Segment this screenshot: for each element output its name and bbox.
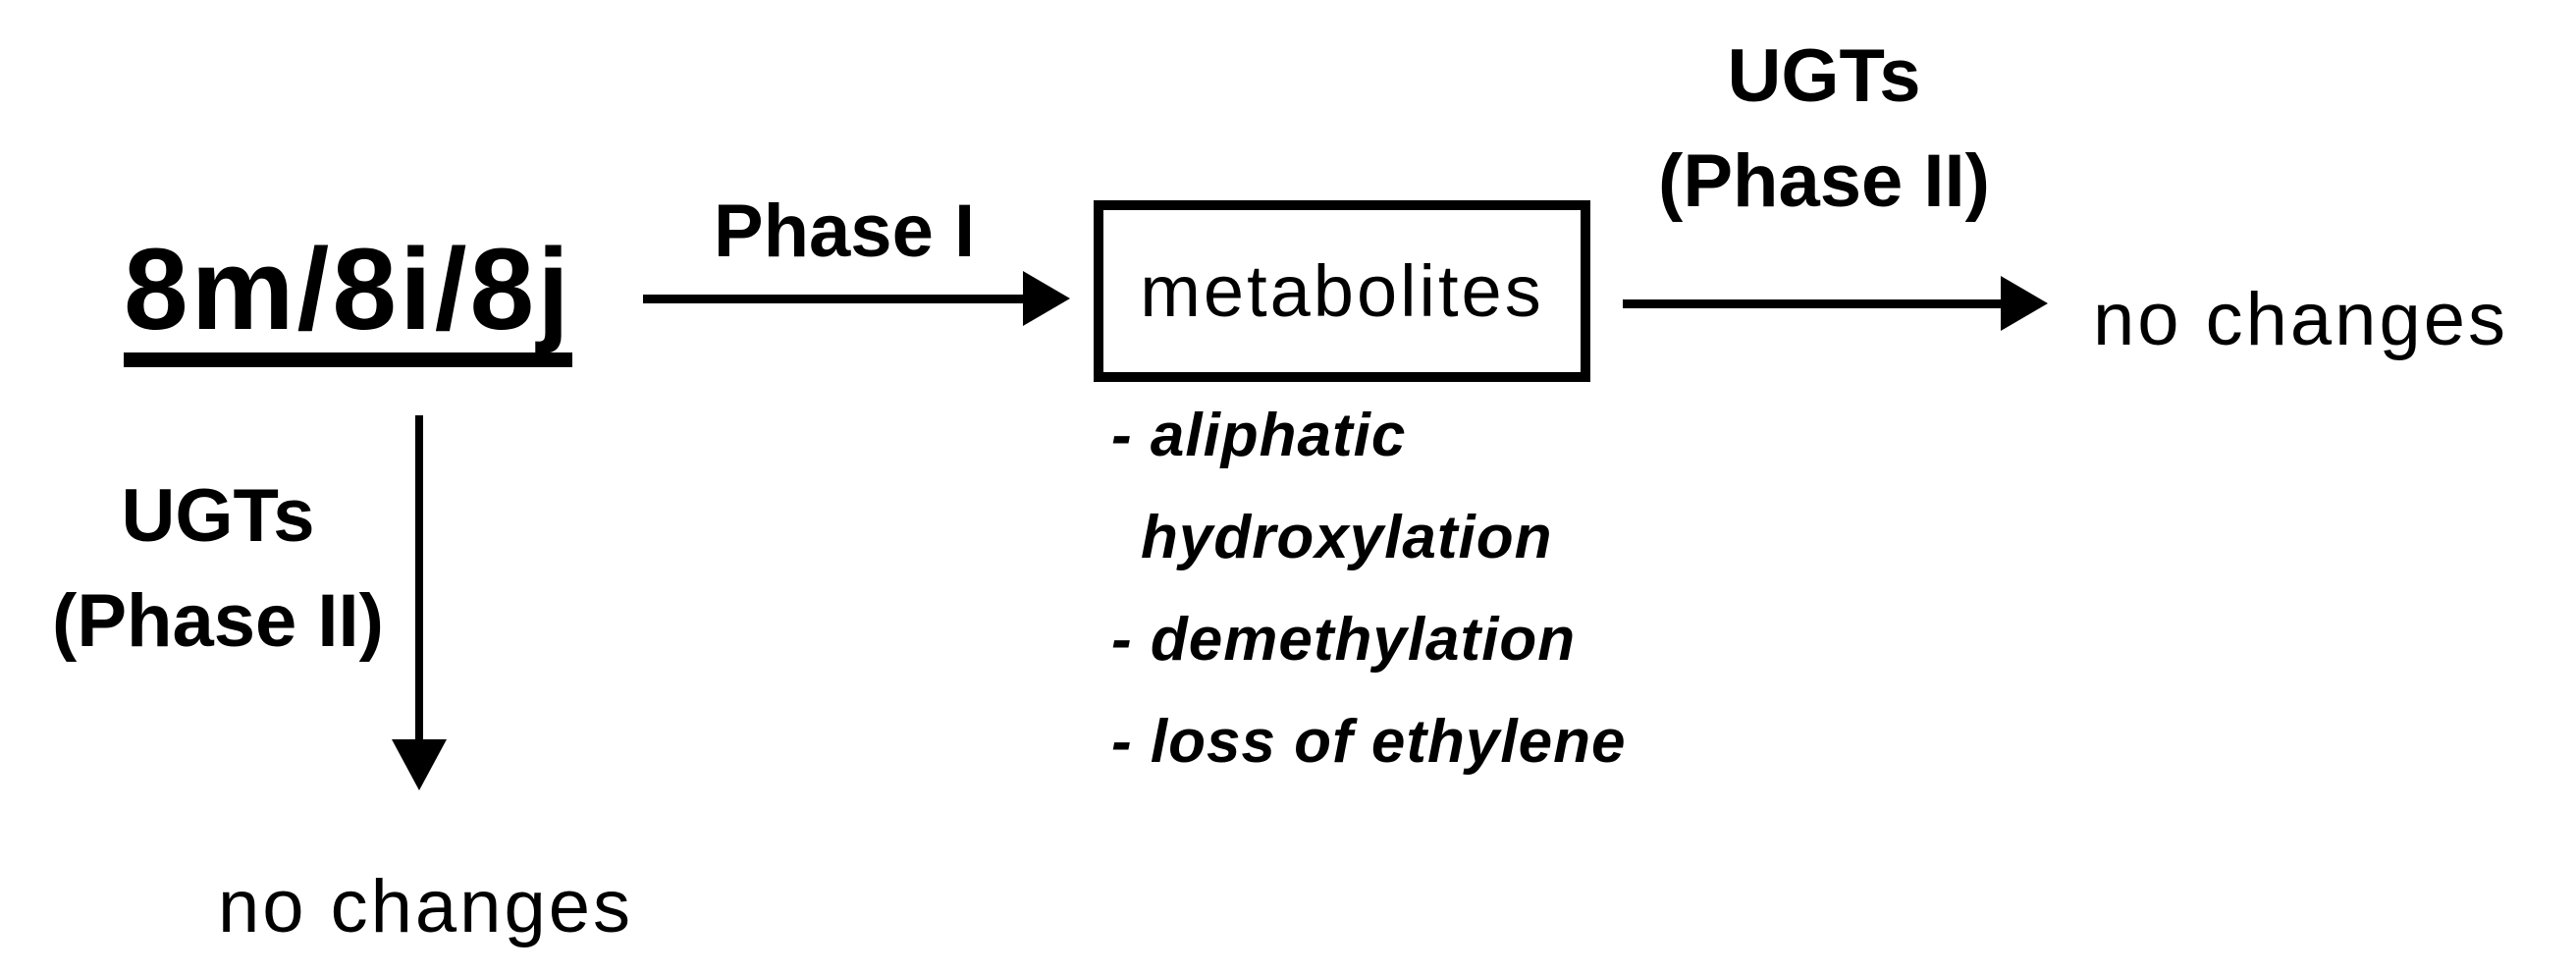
ugt-right-label-line2: (Phase II): [1658, 139, 1990, 223]
metabolite-reaction-list: - aliphatic hydroxylation - demethylatio…: [1111, 385, 1626, 793]
phase1-arrowhead-icon: [1023, 271, 1070, 326]
ugt-phase2-down-label: UGTs (Phase II): [22, 463, 414, 674]
ugt-phase2-right-label: UGTs (Phase II): [1628, 24, 2020, 234]
metabolite-reaction-line: - demethylation: [1111, 606, 1577, 674]
phase2-right-arrowhead-icon: [2001, 276, 2048, 331]
phase1-arrow-shaft: [643, 295, 1023, 303]
phase2-right-arrow-shaft: [1623, 299, 2001, 308]
no-changes-right-label: no changes: [2093, 278, 2508, 361]
phase2-down-arrow-shaft: [415, 415, 423, 739]
metabolites-box: metabolites: [1094, 200, 1590, 382]
ugt-right-label-line1: UGTs: [1727, 34, 1921, 118]
phase2-down-arrowhead-icon: [392, 739, 447, 790]
phase1-arrow-label: Phase I: [713, 189, 976, 273]
metabolites-box-label: metabolites: [1140, 250, 1544, 332]
ugt-left-label-line2: (Phase II): [52, 579, 384, 663]
compound-label: 8m/8i/8j: [124, 232, 572, 367]
ugt-left-label-line1: UGTs: [121, 474, 315, 558]
metabolite-reaction-line: hydroxylation: [1141, 504, 1553, 571]
no-changes-bottom-label: no changes: [218, 865, 633, 948]
metabolite-reaction-line: - loss of ethylene: [1111, 708, 1627, 776]
metabolite-reaction-line: - aliphatic: [1111, 402, 1407, 469]
